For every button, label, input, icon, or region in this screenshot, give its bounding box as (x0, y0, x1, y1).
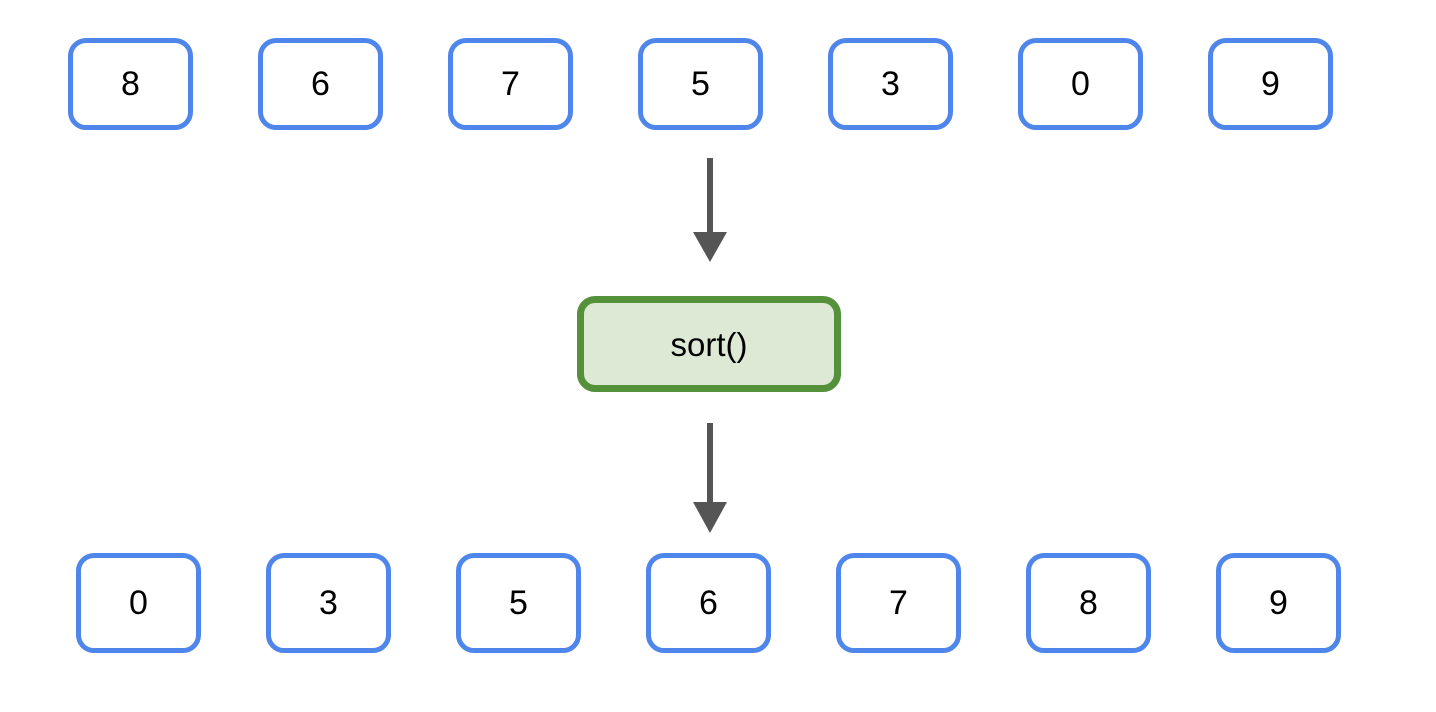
array-cell: 6 (646, 553, 771, 653)
unsorted-array-row: 8 6 7 5 3 0 9 (68, 38, 1333, 130)
array-cell: 0 (1018, 38, 1143, 130)
array-cell-value: 5 (691, 65, 710, 103)
arrow-into-sort-icon (693, 158, 727, 262)
array-cell-value: 9 (1269, 584, 1288, 622)
array-cell: 8 (68, 38, 193, 130)
array-cell: 9 (1208, 38, 1333, 130)
array-cell: 3 (828, 38, 953, 130)
array-cell-value: 9 (1261, 65, 1280, 103)
array-cell: 5 (638, 38, 763, 130)
array-cell: 6 (258, 38, 383, 130)
array-cell-value: 0 (129, 584, 148, 622)
array-cell-value: 6 (699, 584, 718, 622)
array-cell-value: 6 (311, 65, 330, 103)
array-cell: 0 (76, 553, 201, 653)
sort-process-node: sort() (577, 296, 841, 392)
array-cell-value: 7 (889, 584, 908, 622)
array-cell: 9 (1216, 553, 1341, 653)
array-cell: 7 (836, 553, 961, 653)
array-cell-value: 0 (1071, 65, 1090, 103)
array-cell: 8 (1026, 553, 1151, 653)
sort-process-label: sort() (670, 325, 748, 363)
array-cell-value: 5 (509, 584, 528, 622)
array-cell-value: 8 (1079, 584, 1098, 622)
array-cell-value: 3 (319, 584, 338, 622)
array-cell: 7 (448, 38, 573, 130)
sorted-array-row: 0 3 5 6 7 8 9 (76, 553, 1341, 653)
array-cell-value: 3 (881, 65, 900, 103)
array-cell-value: 7 (501, 65, 520, 103)
array-cell: 5 (456, 553, 581, 653)
array-cell-value: 8 (121, 65, 140, 103)
array-cell: 3 (266, 553, 391, 653)
arrow-out-of-sort-icon (693, 423, 727, 533)
